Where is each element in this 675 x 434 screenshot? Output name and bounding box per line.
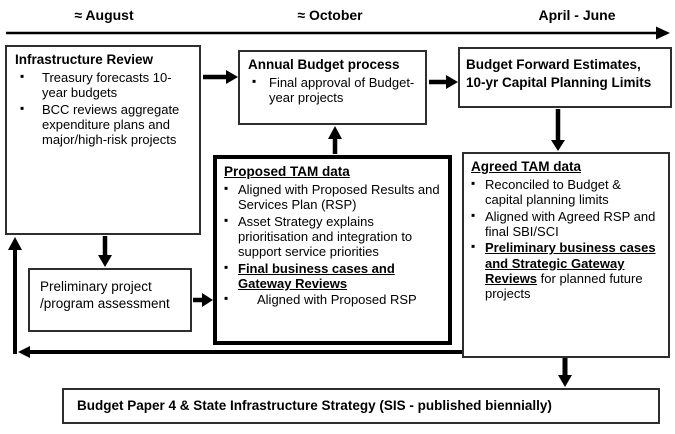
bullet-text: for planned future projects	[485, 270, 643, 302]
agreed-tam-box: Agreed TAM data Reconciled to Budget & c…	[462, 152, 670, 358]
budget-paper-strip: Budget Paper 4 & State Infrastructure St…	[62, 388, 660, 424]
budget-forward-box: Budget Forward Estimates, 10-yr Capital …	[458, 47, 672, 108]
arrow-budget-forward-to-agreed-tam	[551, 109, 565, 151]
proposed-tam-box: Proposed TAM data Aligned with Proposed …	[213, 155, 452, 345]
proposed-tam-title: Proposed TAM data	[224, 164, 350, 179]
infrastructure-review-bullet: BCC reviews aggregate expenditure plans …	[15, 101, 191, 148]
arrow-agreed-tam-to-budget-paper	[558, 358, 572, 387]
bullet-text: Aligned with Proposed RSP	[257, 292, 417, 308]
bullet-text-emphasis: Final business cases and Gateway Reviews	[238, 260, 395, 291]
arrow-infrastructure-to-annual-budget	[203, 70, 238, 84]
bullet-text: Reconciled to Budget & capital planning …	[485, 176, 621, 208]
infrastructure-review-box: Infrastructure Review Treasury forecasts…	[5, 45, 201, 235]
agreed-tam-bullet: Reconciled to Budget & capital planning …	[471, 176, 661, 208]
proposed-tam-bullet: Aligned with Proposed RSP	[224, 291, 441, 308]
annual-budget-title: Annual Budget process	[248, 57, 400, 72]
preliminary-assessment-box: Preliminary project /program assessment	[28, 268, 192, 332]
bullet-text: Aligned with Agreed RSP and final SBI/SC…	[485, 208, 656, 239]
agreed-tam-bullet: Preliminary business cases and Strategic…	[471, 239, 661, 302]
bullet-text-emphasis: Preliminary business cases and Strategic…	[485, 240, 656, 286]
preliminary-assessment-text: Preliminary project /program assessment	[40, 279, 170, 311]
infrastructure-review-bullet: Treasury forecasts 10-year budgets	[15, 69, 191, 101]
timeline-arrow	[6, 26, 670, 40]
proposed-tam-bullet: Asset Strategy explains prioritisation a…	[224, 213, 441, 260]
annual-budget-box: Annual Budget process Final approval of …	[238, 50, 427, 125]
proposed-tam-bullet: Aligned with Proposed Results and Servic…	[224, 181, 441, 213]
infrastructure-review-title: Infrastructure Review	[15, 52, 154, 67]
timeline-label-april-june: April - June	[538, 7, 616, 23]
bullet-text: Aligned with Proposed Results and Servic…	[238, 181, 440, 213]
bullet-text: Asset Strategy explains prioritisation a…	[238, 213, 413, 260]
timeline-label-august: ≈ August	[74, 7, 134, 23]
arrow-proposed-tam-to-annual-budget	[328, 126, 342, 154]
arrow-infrastructure-to-preliminary	[98, 236, 112, 267]
arrow-annual-budget-to-budget-forward	[429, 75, 458, 89]
agreed-tam-bullet: Aligned with Agreed RSP and final SBI/SC…	[471, 208, 661, 240]
budget-forward-title: Budget Forward Estimates, 10-yr Capital …	[466, 57, 652, 90]
timeline-label-october: ≈ October	[297, 7, 363, 23]
arrow-preliminary-to-proposed-tam	[193, 293, 213, 307]
proposed-tam-bullet: Final business cases and Gateway Reviews	[224, 260, 441, 292]
agreed-tam-title: Agreed TAM data	[471, 159, 582, 174]
annual-budget-bullet: Final approval of Budget-year projects	[248, 74, 417, 106]
budget-paper-text: Budget Paper 4 & State Infrastructure St…	[77, 398, 552, 413]
